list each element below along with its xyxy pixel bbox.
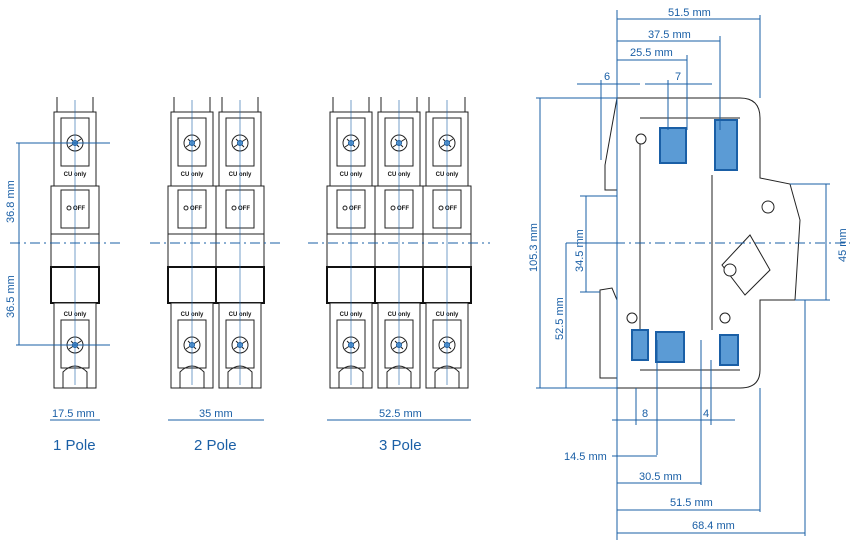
- dim-height-top: 36.8 mm: [5, 180, 17, 223]
- off-indicator-icon: [342, 205, 348, 211]
- off-label: OFF: [238, 206, 250, 212]
- cu-only-label: CU only: [229, 312, 252, 318]
- dim-top-37-5: 37.5 mm: [648, 29, 691, 41]
- caption-2-pole: 2 Pole: [194, 437, 237, 454]
- cu-only-label: CU only: [229, 172, 252, 178]
- cu-only-label: CU only: [436, 312, 459, 318]
- dim-bottom-30-5: 30.5 mm: [639, 471, 682, 483]
- off-label: OFF: [349, 206, 361, 212]
- dim-34-5: 34.5 mm: [574, 229, 586, 272]
- cu-only-label: CU only: [181, 172, 204, 178]
- off-indicator-icon: [183, 205, 189, 211]
- dim-height-105-3: 105.3 mm: [528, 223, 540, 272]
- off-indicator-icon: [438, 205, 444, 211]
- cu-only-label: CU only: [340, 172, 363, 178]
- dim-bottom-51-5: 51.5 mm: [670, 497, 713, 509]
- dim-width-3pole: 52.5 mm: [379, 408, 422, 420]
- dim-52-5: 52.5 mm: [554, 297, 566, 340]
- dim-width-1pole: 17.5 mm: [52, 408, 95, 420]
- dim-bottom-14-5: 14.5 mm: [564, 451, 607, 463]
- off-indicator-icon: [66, 205, 72, 211]
- off-label: OFF: [397, 206, 409, 212]
- cu-only-label: CU only: [181, 312, 204, 318]
- off-indicator-icon: [231, 205, 237, 211]
- caption-3-pole: 3 Pole: [379, 437, 422, 454]
- off-label: OFF: [73, 206, 85, 212]
- dim-top-25-5: 25.5 mm: [630, 47, 673, 59]
- side-view: [599, 97, 801, 389]
- side-dimensions: 51.5 mm 37.5 mm 25.5 mm 6 7 105.3 mm 34.…: [528, 7, 850, 540]
- cu-only-label: CU only: [64, 312, 87, 318]
- dim-top-7: 7: [675, 71, 681, 83]
- cu-only-label: CU only: [340, 312, 363, 318]
- dim-top-51-5: 51.5 mm: [668, 7, 711, 19]
- dim-bottom-68-4: 68.4 mm: [692, 520, 735, 532]
- cu-only-label: CU only: [436, 172, 459, 178]
- off-label: OFF: [445, 206, 457, 212]
- dim-width-2pole: 35 mm: [199, 408, 233, 420]
- cu-only-label: CU only: [388, 172, 411, 178]
- front-dimensions: 36.8 mm 36.5 mm 17.5 mm 1 Pole 35 mm 2 P…: [5, 142, 490, 454]
- off-indicator-icon: [390, 205, 396, 211]
- dim-height-bottom: 36.5 mm: [5, 275, 17, 318]
- off-label: OFF: [190, 206, 202, 212]
- cu-only-label: CU only: [388, 312, 411, 318]
- dim-top-6: 6: [604, 71, 610, 83]
- dim-bottom-8: 8: [642, 408, 648, 420]
- caption-1-pole: 1 Pole: [53, 437, 96, 454]
- cu-only-label: CU only: [64, 172, 87, 178]
- dim-right-45: 45 mm: [837, 228, 849, 262]
- dim-bottom-4: 4: [703, 408, 709, 420]
